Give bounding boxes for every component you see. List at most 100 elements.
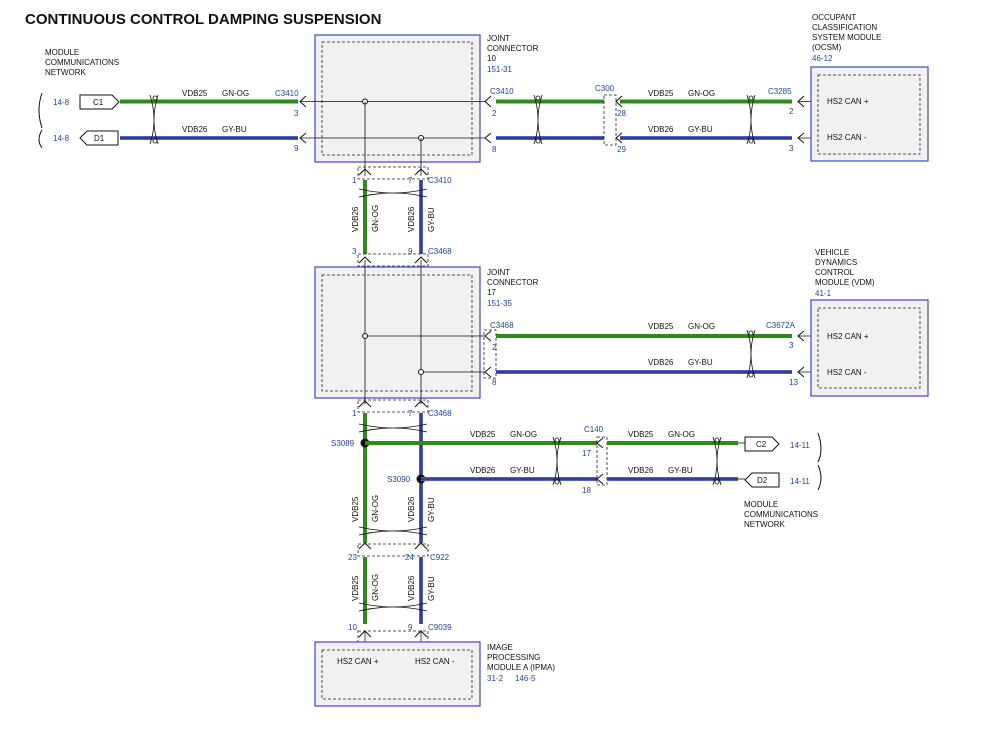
network-bracket-left bbox=[38, 92, 43, 149]
svg-text:VDB26: VDB26 bbox=[407, 575, 416, 601]
svg-text:GY-BU: GY-BU bbox=[510, 466, 535, 475]
svg-text:VDB26: VDB26 bbox=[182, 125, 208, 134]
vdm-label: VEHICLE DYNAMICS CONTROL MODULE (VDM) 41… bbox=[815, 248, 875, 298]
connector-c3672a[interactable]: C3672A bbox=[766, 321, 796, 330]
ipma-hs2-can-plus: HS2 CAN + bbox=[337, 657, 379, 666]
svg-text:GN-OG: GN-OG bbox=[510, 430, 537, 439]
d2-ref[interactable]: 14-11 bbox=[790, 477, 810, 486]
svg-text:COMMUNICATIONS: COMMUNICATIONS bbox=[744, 510, 818, 519]
svg-text:24: 24 bbox=[405, 553, 414, 562]
svg-text:NETWORK: NETWORK bbox=[45, 68, 87, 77]
svg-text:MODULE A (IPMA): MODULE A (IPMA) bbox=[487, 663, 555, 672]
vdm-hs2-can-minus: HS2 CAN - bbox=[827, 368, 867, 377]
connector-c140-body bbox=[596, 436, 608, 486]
svg-text:GY-BU: GY-BU bbox=[427, 576, 436, 601]
svg-text:JOINT: JOINT bbox=[487, 268, 510, 277]
c1-ref[interactable]: 14-8 bbox=[53, 98, 70, 107]
svg-text:18: 18 bbox=[582, 486, 591, 495]
svg-text:GY-BU: GY-BU bbox=[668, 466, 693, 475]
connector-c3285[interactable]: C3285 bbox=[768, 87, 792, 96]
c2-flag[interactable]: C2 bbox=[744, 436, 780, 452]
svg-text:MODULE: MODULE bbox=[744, 500, 778, 509]
connector-c3410-left[interactable]: C3410 bbox=[275, 89, 299, 98]
d1-flag[interactable]: D1 bbox=[79, 130, 119, 146]
joint-connector-17-box bbox=[314, 266, 481, 399]
svg-text:GN-OG: GN-OG bbox=[222, 89, 249, 98]
svg-text:28: 28 bbox=[617, 109, 626, 118]
svg-text:VDB26: VDB26 bbox=[628, 466, 654, 475]
svg-text:2: 2 bbox=[789, 107, 794, 116]
network-bracket-right bbox=[817, 432, 822, 491]
connector-c140[interactable]: C140 bbox=[584, 425, 604, 434]
svg-text:9: 9 bbox=[408, 247, 413, 256]
joint-connector-17-label: JOINT CONNECTOR 17 151-35 bbox=[487, 268, 539, 308]
svg-text:VEHICLE: VEHICLE bbox=[815, 248, 849, 257]
svg-text:VDB25: VDB25 bbox=[648, 89, 674, 98]
svg-text:CONNECTOR: CONNECTOR bbox=[487, 278, 539, 287]
svg-text:GN-OG: GN-OG bbox=[371, 205, 380, 232]
svg-text:C1: C1 bbox=[93, 98, 104, 107]
svg-text:10: 10 bbox=[348, 623, 357, 632]
vdm-hs2-can-plus: HS2 CAN + bbox=[827, 332, 869, 341]
svg-text:S3089: S3089 bbox=[331, 439, 355, 448]
svg-text:GN-OG: GN-OG bbox=[688, 89, 715, 98]
svg-text:VDB26: VDB26 bbox=[407, 496, 416, 522]
connector-c922[interactable]: C922 bbox=[430, 553, 450, 562]
svg-text:146-5: 146-5 bbox=[515, 674, 536, 683]
svg-text:VDB26: VDB26 bbox=[648, 125, 674, 134]
joint-connector-10-label: JOINT CONNECTOR 10 151-31 bbox=[487, 34, 539, 74]
c1-flag[interactable]: C1 bbox=[79, 94, 120, 110]
joint-connector-10-box bbox=[314, 34, 481, 163]
svg-text:GY-BU: GY-BU bbox=[427, 497, 436, 522]
svg-text:VDB25: VDB25 bbox=[351, 496, 360, 522]
network-label-right: MODULE COMMUNICATIONS NETWORK bbox=[744, 500, 818, 529]
svg-text:41-1: 41-1 bbox=[815, 289, 832, 298]
connector-c3468-top[interactable]: C3468 bbox=[428, 247, 452, 256]
svg-text:7: 7 bbox=[408, 176, 413, 185]
svg-text:D1: D1 bbox=[94, 134, 105, 143]
ocsm-hs2-can-minus: HS2 CAN - bbox=[827, 133, 867, 142]
svg-text:9: 9 bbox=[294, 144, 299, 153]
svg-text:CLASSIFICATION: CLASSIFICATION bbox=[812, 23, 877, 32]
ipma-label: IMAGE PROCESSING MODULE A (IPMA) 31-2 14… bbox=[487, 643, 555, 683]
svg-text:VDB26: VDB26 bbox=[351, 206, 360, 232]
connector-c300[interactable]: C300 bbox=[595, 84, 615, 93]
svg-text:3: 3 bbox=[789, 144, 794, 153]
svg-text:23: 23 bbox=[348, 553, 357, 562]
connector-c3410-right[interactable]: C3410 bbox=[490, 87, 514, 96]
svg-text:17: 17 bbox=[487, 288, 496, 297]
svg-text:C2: C2 bbox=[756, 440, 767, 449]
svg-text:2: 2 bbox=[492, 109, 497, 118]
svg-text:8: 8 bbox=[492, 378, 497, 387]
svg-text:9: 9 bbox=[408, 623, 413, 632]
connector-c3468-right[interactable]: C3468 bbox=[490, 321, 514, 330]
connector-c3410-bottom[interactable]: C3410 bbox=[428, 176, 452, 185]
svg-text:SYSTEM MODULE: SYSTEM MODULE bbox=[812, 33, 881, 42]
svg-text:13: 13 bbox=[789, 378, 798, 387]
svg-text:D2: D2 bbox=[757, 476, 768, 485]
svg-text:IMAGE: IMAGE bbox=[487, 643, 513, 652]
d2-flag[interactable]: D2 bbox=[744, 472, 780, 488]
svg-text:29: 29 bbox=[617, 145, 626, 154]
svg-text:DYNAMICS: DYNAMICS bbox=[815, 258, 857, 267]
connector-c3468-bottom[interactable]: C3468 bbox=[428, 409, 452, 418]
svg-text:GY-BU: GY-BU bbox=[688, 358, 713, 367]
svg-text:GY-BU: GY-BU bbox=[688, 125, 713, 134]
svg-text:S3090: S3090 bbox=[387, 475, 411, 484]
svg-text:GY-BU: GY-BU bbox=[427, 207, 436, 232]
svg-text:GN-OG: GN-OG bbox=[668, 430, 695, 439]
svg-text:31-2: 31-2 bbox=[487, 674, 504, 683]
connector-c9039[interactable]: C9039 bbox=[428, 623, 452, 632]
svg-text:(OCSM): (OCSM) bbox=[812, 43, 842, 52]
svg-text:VDB25: VDB25 bbox=[351, 575, 360, 601]
connector-c300-body bbox=[603, 94, 617, 146]
svg-text:GN-OG: GN-OG bbox=[371, 495, 380, 522]
svg-text:OCCUPANT: OCCUPANT bbox=[812, 13, 856, 22]
ocsm-label: OCCUPANT CLASSIFICATION SYSTEM MODULE (O… bbox=[812, 13, 881, 63]
svg-text:3: 3 bbox=[789, 341, 794, 350]
d1-ref[interactable]: 14-8 bbox=[53, 134, 70, 143]
ipma-module-box bbox=[314, 641, 481, 707]
svg-text:VDB25: VDB25 bbox=[470, 430, 496, 439]
c2-ref[interactable]: 14-11 bbox=[790, 441, 810, 450]
